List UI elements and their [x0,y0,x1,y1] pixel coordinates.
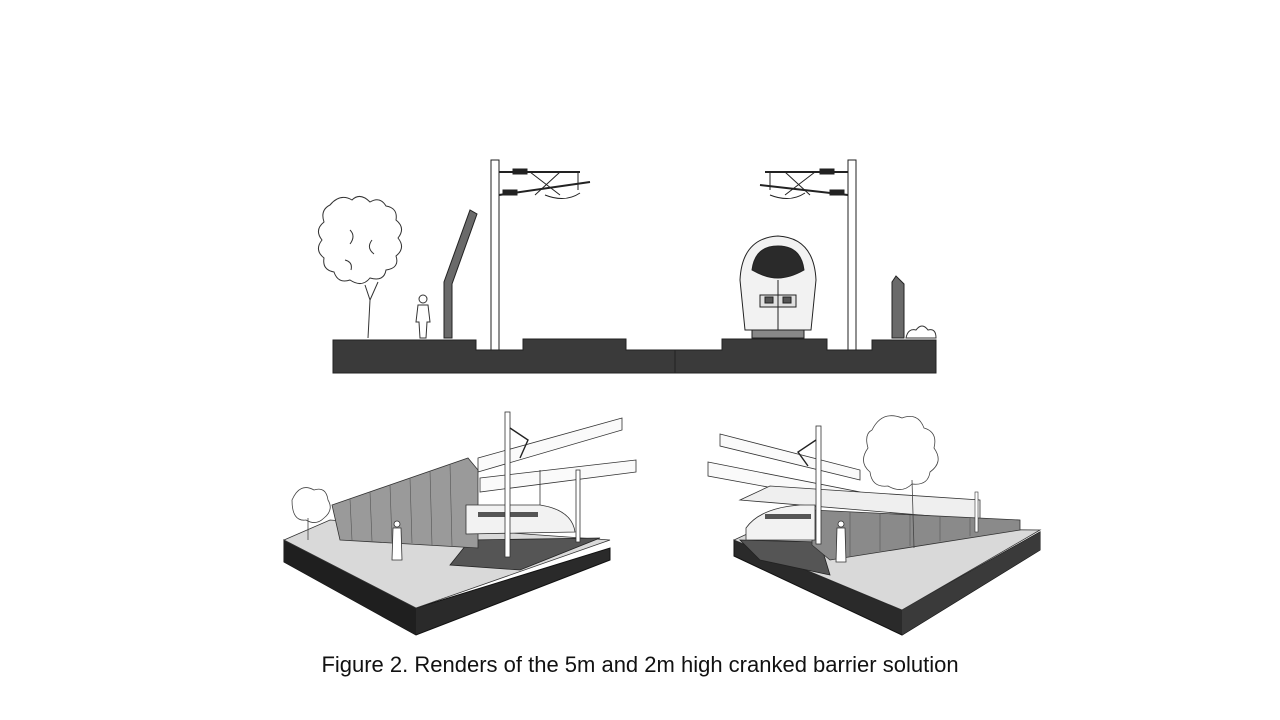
bush-icon [905,325,937,339]
person-icon [835,520,847,563]
tree-icon [318,196,402,339]
ground-slab [332,338,937,374]
render-5m-barrier [283,411,637,636]
train-icon [739,235,817,339]
render-2m-barrier [707,415,1042,636]
catenary-mast-icon [759,159,857,351]
person-icon [391,520,403,561]
barrier-5m [443,209,478,339]
figure-caption: Figure 2. Renders of the 5m and 2m high … [321,652,959,677]
catenary-mast-icon [490,159,591,351]
person-icon [415,294,431,339]
barrier-2m [891,275,905,339]
tree-icon [863,415,939,549]
cross-section [318,159,937,374]
